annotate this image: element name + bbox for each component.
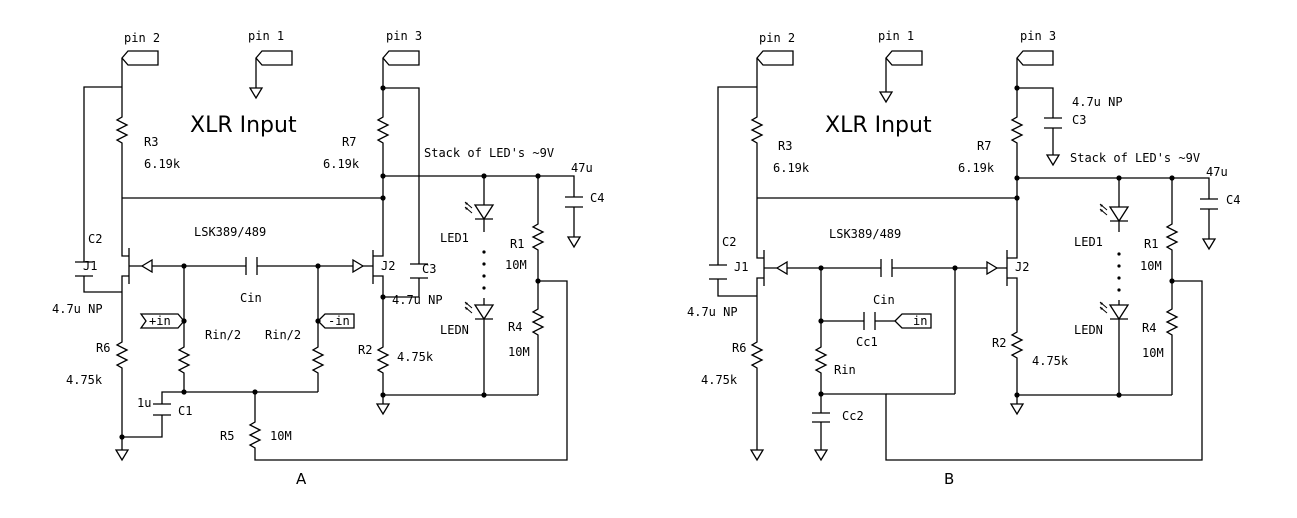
panel-b: pin 2 pin 1 pin 3 XLR Input C2 4.7u NP R… <box>687 29 1240 488</box>
j2-label: J2 <box>1015 260 1029 274</box>
r7-name: R7 <box>342 135 356 149</box>
c4-value: 47u <box>571 161 593 175</box>
port-minus-in-label: -in <box>328 314 350 328</box>
pin1-connector: pin 1 <box>878 29 923 103</box>
r2-value: 4.75k <box>1032 354 1069 368</box>
pin1-label: pin 1 <box>878 29 914 43</box>
r4-value: 10M <box>508 345 530 359</box>
r3-name: R3 <box>144 135 158 149</box>
rin-label: Rin <box>834 363 856 377</box>
port-plus-in-label: +in <box>149 314 171 328</box>
pin2-label: pin 2 <box>759 31 795 45</box>
panel-a-label: A <box>296 470 307 488</box>
j1-label: J1 <box>83 259 97 273</box>
pin2-label: pin 2 <box>124 31 160 45</box>
cin-label: Cin <box>240 291 262 305</box>
j1-label: J1 <box>734 260 748 274</box>
c2-name: C2 <box>722 235 736 249</box>
r4-name: R4 <box>508 320 522 334</box>
rin-left-label: Rin/2 <box>205 328 241 342</box>
r5-name: R5 <box>220 429 234 443</box>
port-plus-in: +in <box>139 313 185 329</box>
jfet-part-label: LSK389/489 <box>829 227 901 241</box>
cin-label: Cin <box>873 293 895 307</box>
r1-name: R1 <box>510 237 524 251</box>
c4-name: C4 <box>1226 193 1240 207</box>
pin3-label: pin 3 <box>1020 29 1056 43</box>
r7-value: 6.19k <box>958 161 995 175</box>
jfet-j1: J1 <box>734 250 821 296</box>
c2-value: 4.7u NP <box>52 302 103 316</box>
cc1-label: Cc1 <box>856 335 878 349</box>
r6-value: 4.75k <box>701 373 738 387</box>
r6-name: R6 <box>732 341 746 355</box>
jfet-j2: J2 <box>955 250 1029 330</box>
r4-name: R4 <box>1142 321 1156 335</box>
c2-value: 4.7u NP <box>687 305 738 319</box>
title: XLR Input <box>825 113 932 138</box>
r4-value: 10M <box>1142 346 1164 360</box>
c3-name: C3 <box>1072 113 1086 127</box>
r6-name: R6 <box>96 341 110 355</box>
r2-value: 4.75k <box>397 350 434 364</box>
pin3-connector: pin 3 <box>1016 29 1056 115</box>
pin3-label: pin 3 <box>386 29 422 43</box>
pin1-label: pin 1 <box>248 29 284 43</box>
led-stack-label: Stack of LED's ~9V <box>424 146 554 160</box>
r1-name: R1 <box>1144 237 1158 251</box>
port-minus-in: -in <box>317 313 355 329</box>
title: XLR Input <box>190 113 297 138</box>
r1-value: 10M <box>505 258 527 272</box>
r6-value: 4.75k <box>66 373 103 387</box>
r7-value: 6.19k <box>323 157 360 171</box>
r1-value: 10M <box>1140 259 1162 273</box>
rin-right-label: Rin/2 <box>265 328 301 342</box>
pin2-connector: pin 2 <box>121 31 160 115</box>
c3-value: 4.7u NP <box>1072 95 1123 109</box>
jfet-j1: J1 <box>83 246 184 292</box>
panel-b-label: B <box>944 470 954 488</box>
panel-a: pin 2 pin 1 pin 3 XLR Input C2 4.7u NP R… <box>52 29 604 488</box>
jfet-part-label: LSK389/489 <box>194 225 266 239</box>
r3-name: R3 <box>778 139 792 153</box>
c3-name: C3 <box>422 262 436 276</box>
r5-value: 10M <box>270 429 292 443</box>
r7-name: R7 <box>977 139 991 153</box>
led1-label: LED1 <box>1074 235 1103 249</box>
r2-name: R2 <box>992 336 1006 350</box>
c1-name: C1 <box>178 404 192 418</box>
ledn-label: LEDN <box>440 323 469 337</box>
c4-name: C4 <box>590 191 604 205</box>
jfet-j2: J2 <box>318 248 395 297</box>
c2-name: C2 <box>88 232 102 246</box>
pin2-connector: pin 2 <box>756 31 795 115</box>
led-stack-label: Stack of LED's ~9V <box>1070 151 1200 165</box>
c4-value: 47u <box>1206 165 1228 179</box>
led1-label: LED1 <box>440 231 469 245</box>
port-in-label: in <box>913 314 927 328</box>
r2-name: R2 <box>358 343 372 357</box>
pin3-connector: pin 3 <box>382 29 422 115</box>
r3-value: 6.19k <box>144 157 181 171</box>
pin1-connector: pin 1 <box>248 29 293 99</box>
ledn-label: LEDN <box>1074 323 1103 337</box>
c3-value: 4.7u NP <box>392 293 443 307</box>
c1-value: 1u <box>137 396 151 410</box>
cc2-label: Cc2 <box>842 409 864 423</box>
r3-value: 6.19k <box>773 161 810 175</box>
j2-label: J2 <box>381 259 395 273</box>
